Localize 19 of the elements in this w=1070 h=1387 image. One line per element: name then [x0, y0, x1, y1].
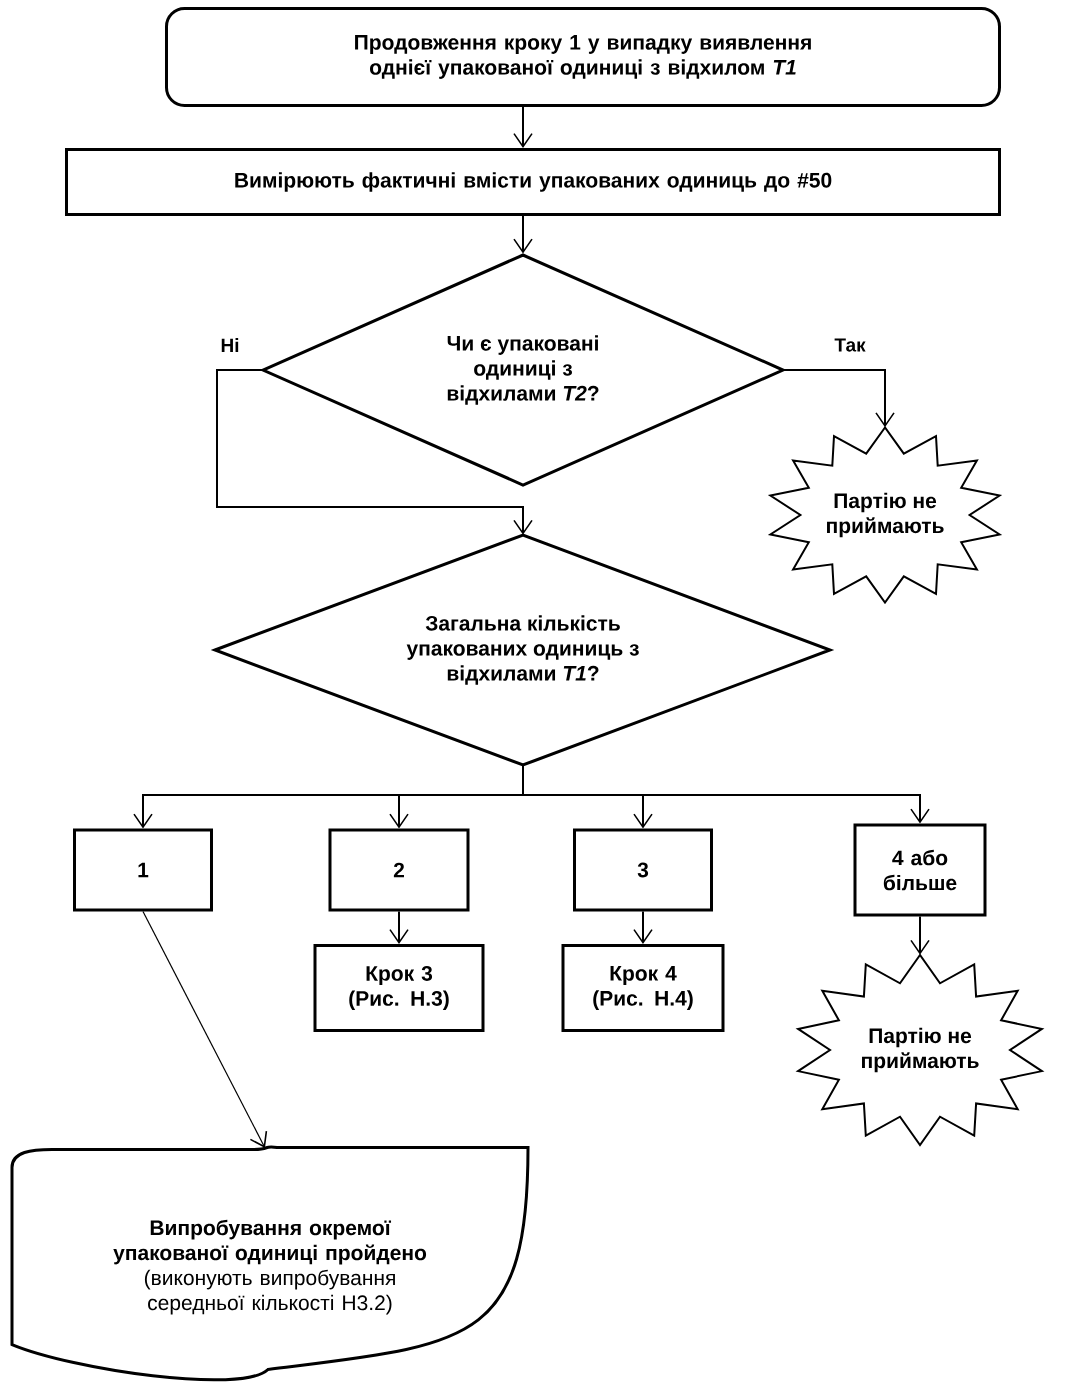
process-box: 3 — [573, 828, 713, 912]
arrow — [513, 106, 533, 148]
arrow — [522, 764, 930, 824]
edge-label: Так — [832, 336, 868, 354]
process-box: 4 або більше — [853, 823, 987, 917]
process-box: Вимірюють фактичні вмісти упакованих одиниць до #50 — [65, 148, 1001, 216]
arrow — [216, 369, 533, 535]
arrow — [142, 910, 268, 1148]
arrow — [513, 215, 533, 254]
start-box: Продовження кроку 1 у випадку виявлення однієї упакованої одиниці з відхилом T1 — [165, 7, 1001, 107]
process-box: 1 — [73, 828, 213, 912]
edge-label: Ні — [218, 336, 242, 354]
process-box: Крок 4 (Рис. Н.4) — [561, 944, 725, 1032]
arrow — [910, 915, 930, 955]
arrow — [389, 910, 409, 944]
arrow — [633, 910, 653, 944]
arrow — [782, 369, 895, 428]
process-box: 2 — [328, 828, 470, 912]
process-box: Крок 3 (Рис. Н.3) — [313, 944, 485, 1032]
